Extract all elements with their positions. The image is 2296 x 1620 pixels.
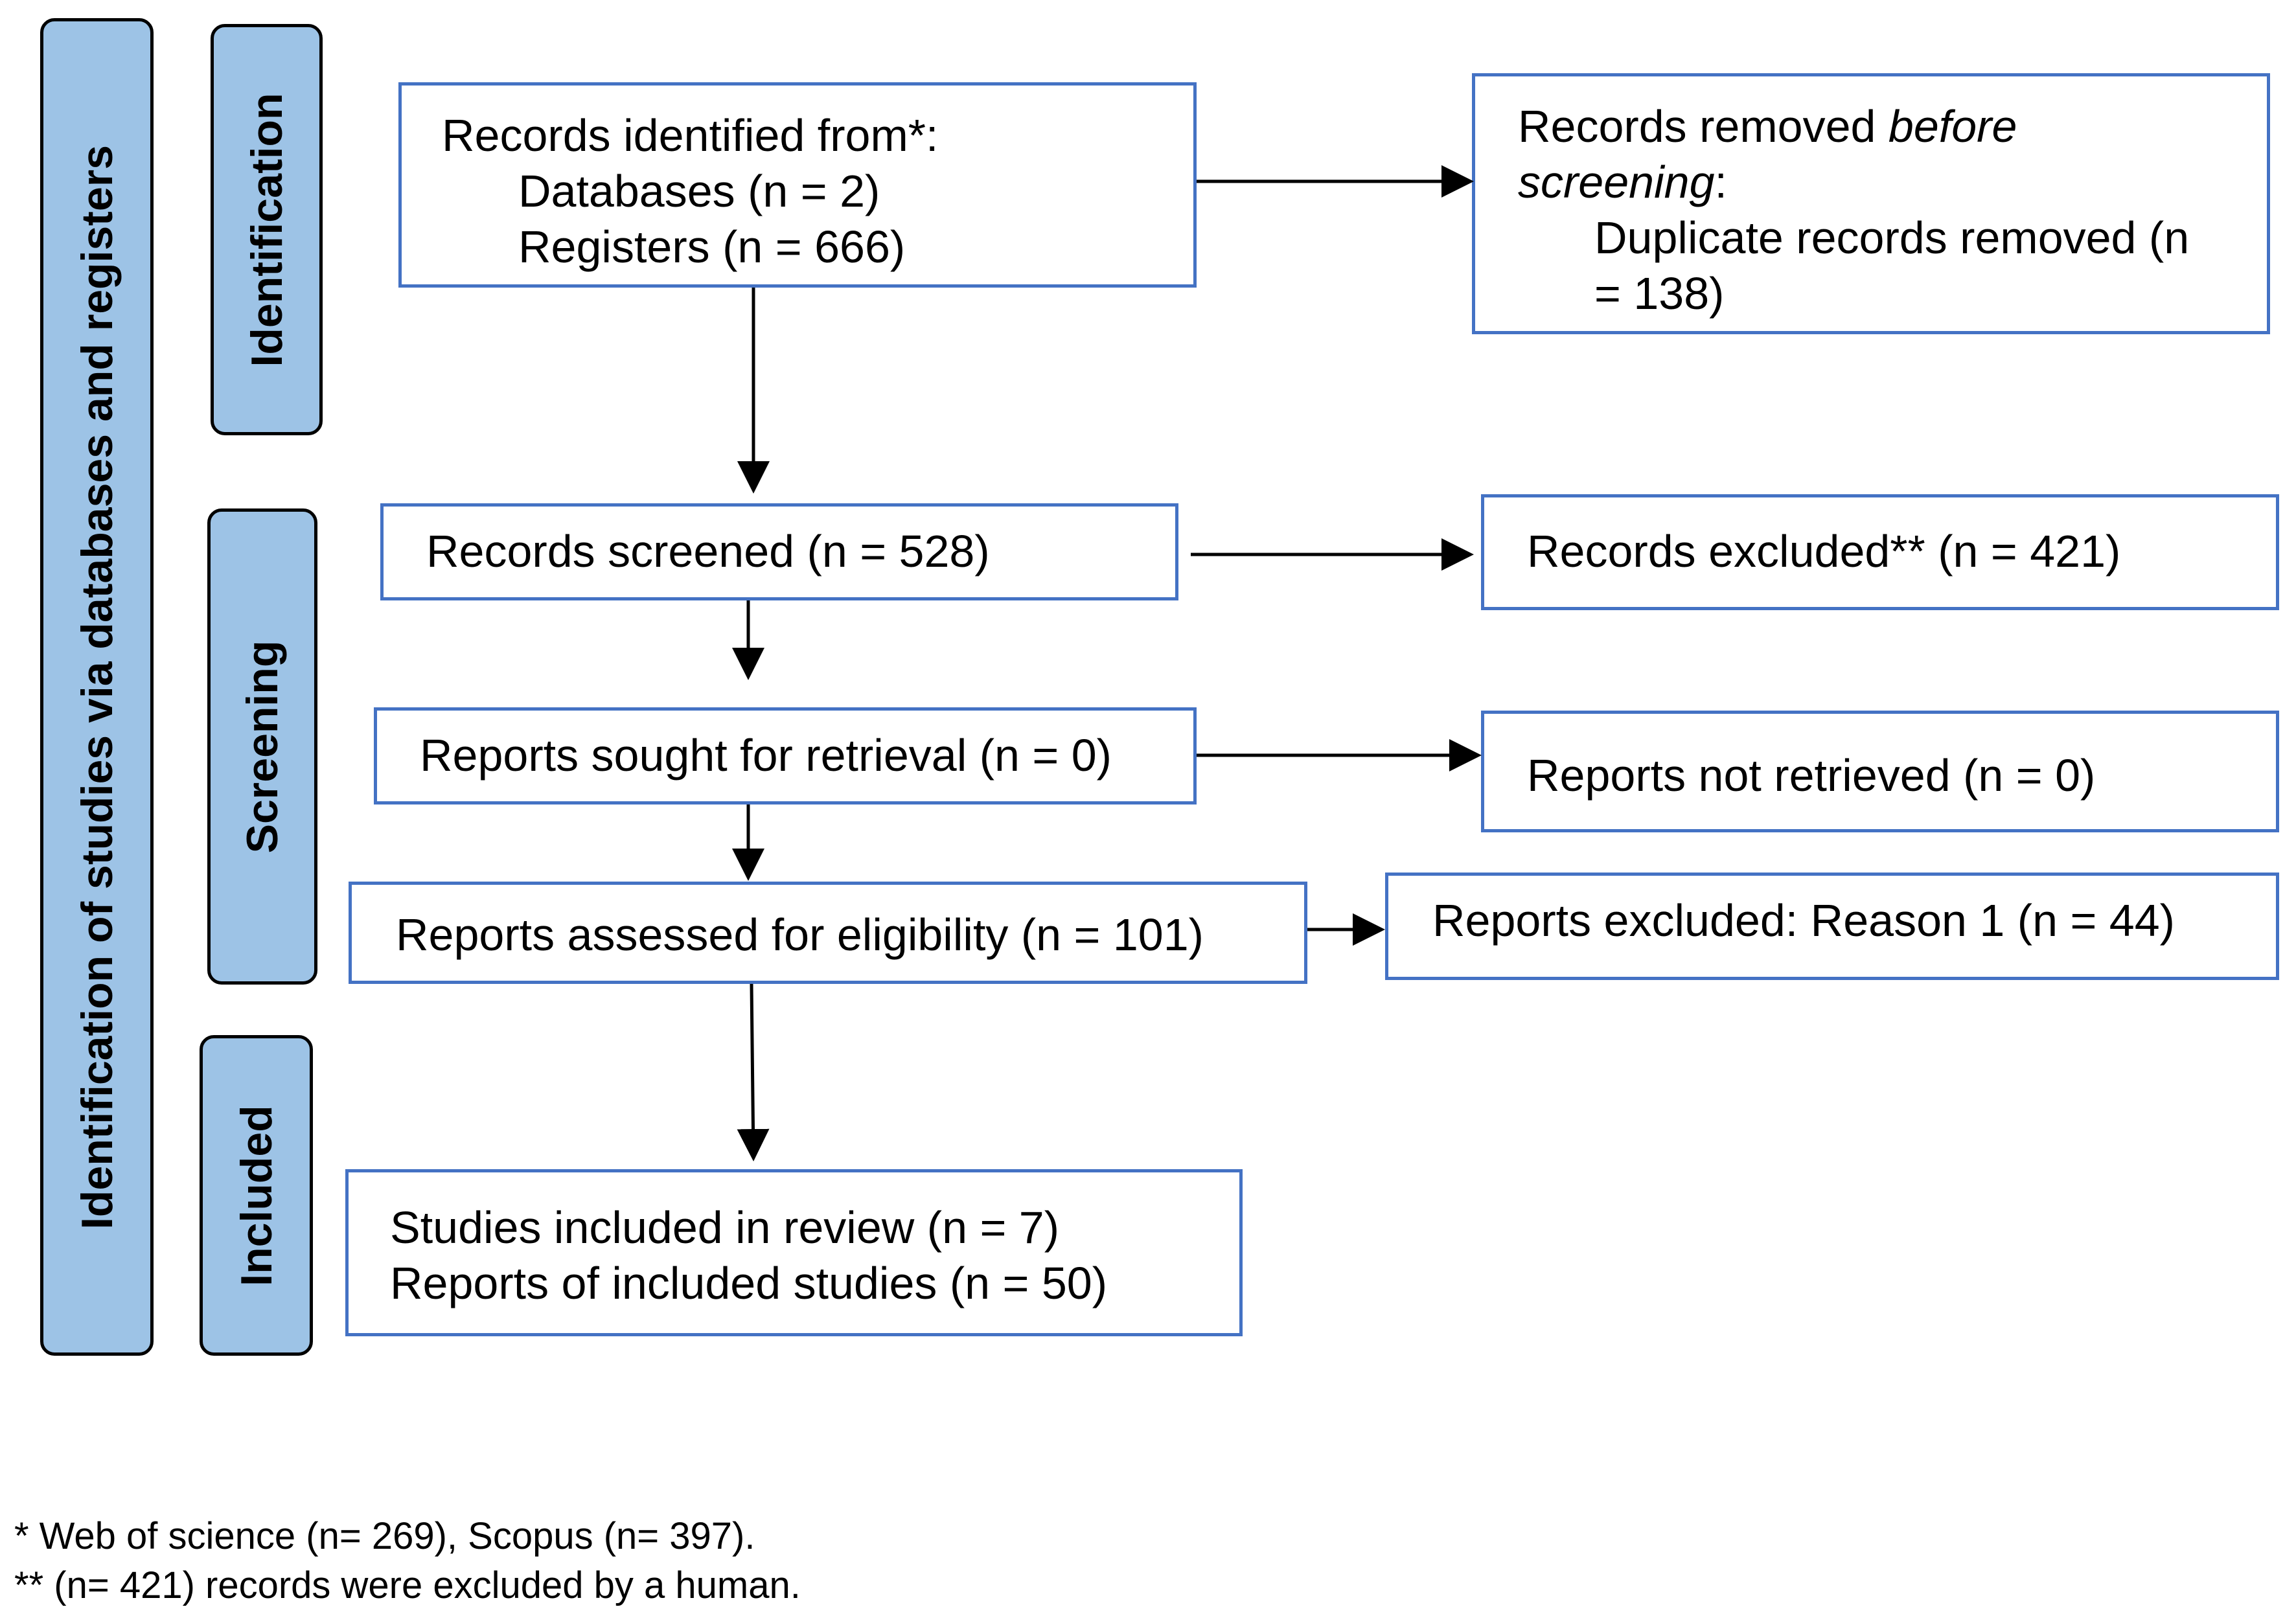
- footnote-2: ** (n= 421) records were excluded by a h…: [14, 1564, 801, 1606]
- included-phase-label: Included: [200, 1035, 313, 1356]
- records-removed-box: Records removed before screening: Duplic…: [1472, 73, 2270, 334]
- reports-included-text: Reports of included studies (n = 50): [390, 1258, 1108, 1308]
- duplicates-removed: Duplicate records removed (n: [1594, 212, 2190, 263]
- records-screened-text: Records screened (n = 528): [426, 526, 990, 576]
- records-identified-title: Records identified from*:: [442, 110, 939, 161]
- reports-sought-box: Reports sought for retrieval (n = 0): [374, 707, 1197, 804]
- duplicates-removed-count: = 138): [1594, 268, 1725, 319]
- included-box: Studies included in review (n = 7) Repor…: [345, 1169, 1243, 1336]
- records-removed-screening: screening: [1518, 157, 1715, 207]
- screening-phase-label: Screening: [207, 508, 317, 985]
- reports-sought-text: Reports sought for retrieval (n = 0): [420, 730, 1112, 781]
- reports-not-retrieved-text: Reports not retrieved (n = 0): [1527, 750, 2096, 801]
- records-excluded-box: Records excluded** (n = 421): [1481, 494, 2279, 610]
- footnote-1: * Web of science (n= 269), Scopus (n= 39…: [14, 1515, 755, 1557]
- records-removed-colon: :: [1714, 157, 1727, 207]
- databases-count: Databases (n = 2): [518, 166, 880, 216]
- reports-assessed-box: Reports assessed for eligibility (n = 10…: [349, 882, 1307, 984]
- reports-assessed-text: Reports assessed for eligibility (n = 10…: [396, 909, 1204, 960]
- records-removed-text: Records removed: [1518, 101, 1888, 152]
- records-removed-subtitle: screening:: [1518, 154, 2267, 210]
- reports-not-retrieved-box: Reports not retrieved (n = 0): [1481, 711, 2279, 832]
- records-identified-box: Records identified from*: Databases (n =…: [398, 82, 1197, 288]
- reports-excluded-box: Reports excluded: Reason 1 (n = 44): [1385, 873, 2279, 980]
- records-excluded-text: Records excluded** (n = 421): [1527, 526, 2121, 576]
- identification-phase-label: Identification: [211, 24, 323, 435]
- records-removed-before: before: [1888, 101, 2017, 152]
- registers-count: Registers (n = 666): [518, 222, 906, 272]
- studies-included-text: Studies included in review (n = 7): [390, 1202, 1060, 1253]
- overall-phase-label: Identification of studies via databases …: [40, 18, 154, 1356]
- records-screened-box: Records screened (n = 528): [380, 503, 1178, 600]
- arrow-assessed-to-included: [737, 983, 770, 1161]
- reports-excluded-text: Reports excluded: Reason 1 (n = 44): [1432, 895, 2175, 946]
- records-removed-title: Records removed before: [1518, 98, 2267, 154]
